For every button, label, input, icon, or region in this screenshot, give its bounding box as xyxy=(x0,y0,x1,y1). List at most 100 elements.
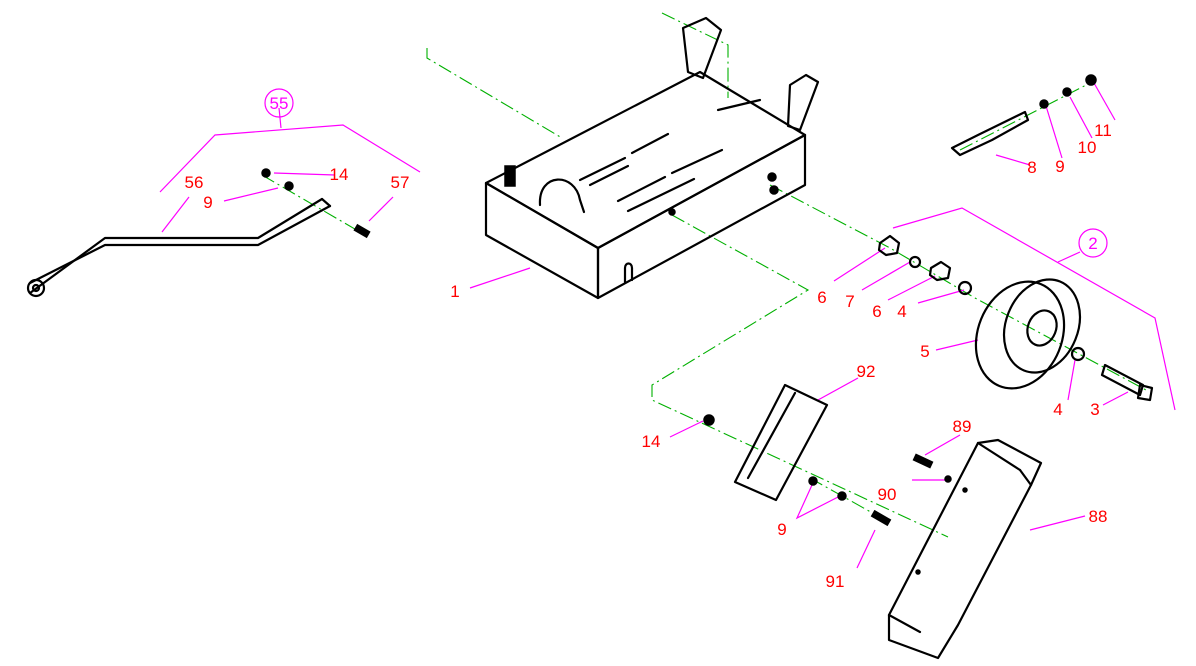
bolt-89 xyxy=(912,453,934,469)
leader-11 xyxy=(1093,82,1116,121)
centerline-front-cover xyxy=(651,214,949,538)
plate-92 xyxy=(733,383,829,502)
washer-9-bracket xyxy=(1039,99,1049,109)
washer-9-a xyxy=(808,476,818,486)
leader-89 xyxy=(924,434,961,456)
callout-2: 2 xyxy=(1088,234,1097,253)
base-frame-part xyxy=(484,16,820,300)
group-55-circle xyxy=(264,88,294,118)
leader-6b xyxy=(887,275,936,301)
washer-90 xyxy=(944,475,952,483)
wheel-assembly xyxy=(877,234,1154,402)
callout-11: 11 xyxy=(1094,121,1112,140)
callout-1: 1 xyxy=(450,282,459,301)
leader-9-bracket xyxy=(1045,105,1063,159)
leader-91 xyxy=(856,529,876,569)
wheel-5-hub xyxy=(1026,309,1058,347)
handle-part xyxy=(26,168,371,298)
leader-9-handle xyxy=(223,187,279,202)
bracket-8 xyxy=(950,110,1030,157)
leader-3 xyxy=(1102,391,1129,406)
callout-10: 10 xyxy=(1078,138,1097,157)
leader-14-handle xyxy=(273,172,336,176)
group-2-bracket xyxy=(892,207,1176,411)
callout-9: 9 xyxy=(777,520,786,539)
front-cover-88-bottom xyxy=(887,613,922,634)
callout-7: 7 xyxy=(845,292,854,311)
callout-55: 55 xyxy=(270,94,289,113)
handle-grip-hole xyxy=(31,283,41,293)
group-55-leader xyxy=(278,107,282,129)
base-hole-3 xyxy=(668,208,676,216)
nut-6a xyxy=(877,234,901,257)
centerline-handle-bolt xyxy=(261,174,361,233)
nut-6b xyxy=(928,260,952,282)
base-front-face xyxy=(596,133,807,300)
wheel-5-rear xyxy=(974,280,1066,390)
plate-assembly xyxy=(703,383,952,527)
centerline-washers xyxy=(809,477,886,521)
washer-9-b xyxy=(837,491,847,501)
centerlines xyxy=(261,12,1147,538)
group-leaders xyxy=(159,82,1176,569)
front-cover-88-edge xyxy=(976,441,1022,472)
washer-7 xyxy=(908,255,922,269)
callout-14: 14 xyxy=(642,432,661,451)
leader-57 xyxy=(368,196,394,222)
group-2-circle xyxy=(1078,228,1108,258)
leader-10 xyxy=(1069,96,1093,139)
washer-10 xyxy=(1062,87,1072,97)
handle-bar-top xyxy=(28,197,324,295)
front-cover-hole-2 xyxy=(915,569,921,575)
callout-6: 6 xyxy=(817,288,826,307)
bolt-57 xyxy=(353,223,371,239)
plate-92-flange xyxy=(746,391,797,480)
handle-grip-loop xyxy=(26,278,46,298)
callout-88: 88 xyxy=(1089,507,1108,526)
base-top-tab-left xyxy=(681,16,723,80)
callout-6: 6 xyxy=(872,302,881,321)
callout-3: 3 xyxy=(1090,400,1099,419)
handle-bar-bottom xyxy=(28,204,332,285)
bolt-3-shank xyxy=(1100,363,1145,397)
bolt-91 xyxy=(870,509,892,527)
callout-92: 92 xyxy=(857,362,876,381)
leader-4b xyxy=(1067,359,1076,401)
leader-92 xyxy=(817,377,859,401)
front-cover-88-edge-2 xyxy=(1018,468,1033,487)
bolt-3-head xyxy=(1136,383,1154,402)
leader-14-cover xyxy=(669,420,704,438)
front-cover-88-outline xyxy=(887,438,1043,660)
nut-11 xyxy=(1085,74,1097,86)
leader-7 xyxy=(861,261,911,291)
bracket-part xyxy=(950,74,1097,157)
group-2-leader xyxy=(1057,251,1081,263)
base-stud xyxy=(504,165,516,187)
base-top-tab-right xyxy=(786,73,820,132)
leader-88 xyxy=(1029,515,1086,531)
washer-9-handle xyxy=(284,181,294,191)
leader-6a xyxy=(833,247,886,282)
callout-89: 89 xyxy=(953,417,972,436)
front-cover-part xyxy=(887,438,1043,660)
nut-14-cover xyxy=(703,414,715,426)
callout-14: 14 xyxy=(330,165,349,184)
callout-4: 4 xyxy=(897,302,906,321)
centerline-top-left xyxy=(426,48,563,139)
handle-end xyxy=(320,197,332,208)
callout-56: 56 xyxy=(185,173,204,192)
callout-91: 91 xyxy=(826,572,845,591)
callout-4: 4 xyxy=(1053,400,1062,419)
base-u-bracket xyxy=(538,178,586,214)
front-cover-hole-1 xyxy=(962,487,968,493)
leader-5 xyxy=(935,339,979,351)
leader-1 xyxy=(469,267,531,289)
washer-4a xyxy=(957,280,973,296)
leader-8 xyxy=(995,154,1031,166)
leader-4a xyxy=(917,289,965,304)
base-notch xyxy=(623,262,634,284)
nut-14-handle xyxy=(261,168,271,178)
callout-5: 5 xyxy=(920,342,929,361)
